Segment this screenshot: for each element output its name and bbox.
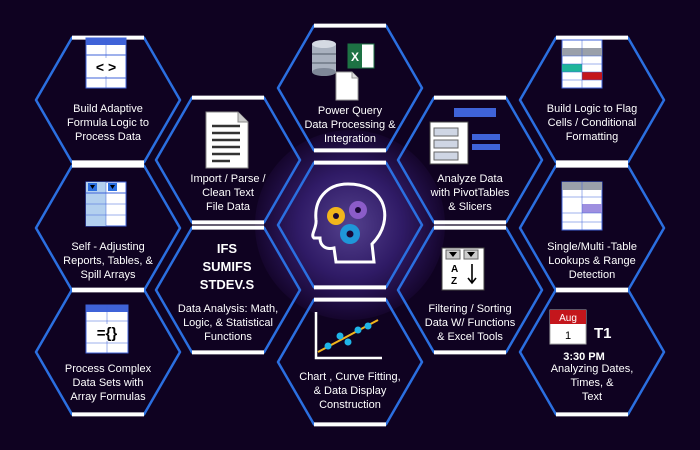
tile-label-line: Build Adaptive — [73, 103, 143, 115]
tile-label-line: Data Sets with — [72, 377, 144, 389]
function-ifs: IFS — [216, 241, 238, 256]
tile-label-line: Data Processing & — [304, 119, 396, 131]
tile-label-line: Analyzing Dates, — [550, 363, 634, 375]
time-badge: T1 — [594, 325, 612, 342]
tile-label-pivot-tables: Analyze Data with PivotTables & Slicers — [400, 172, 540, 214]
tile-label-line: Data W/ Functions — [424, 317, 516, 329]
filter-table-icon — [85, 181, 127, 227]
function-stdev: STDEV.S — [199, 277, 255, 292]
flag-cells-grid-icon — [561, 39, 603, 89]
lookup-table-icon — [561, 181, 603, 231]
file-icon — [335, 71, 359, 101]
pivot-slicer-icon — [429, 108, 500, 165]
sort-az-icon: A Z — [441, 247, 485, 291]
tile-label-line: Data Analysis: Math, — [177, 303, 279, 315]
tile-label-line: Build Logic to Flag — [546, 103, 638, 115]
tile-label-line: Cells / Conditional — [547, 117, 637, 129]
tile-label-line: Self - Adjusting — [71, 241, 145, 253]
tile-label-line: Process Data — [74, 131, 142, 143]
calendar-day: 1 — [565, 330, 571, 342]
database-icon — [312, 40, 336, 76]
array-symbol: ={} — [97, 325, 118, 342]
tile-label-line: Spill Arrays — [80, 269, 136, 281]
tile-label-line: Analyze Data — [437, 173, 503, 185]
excel-icon: X — [347, 43, 375, 69]
tile-label-line: Formatting — [565, 131, 619, 143]
tile-label-line: Process Complex — [64, 363, 152, 375]
tile-label-line: Integration — [324, 133, 376, 145]
tile-label-line: Chart , Curve Fitting, — [299, 371, 401, 383]
calendar-clock-icon: Aug 1 T1 3:30 PM — [549, 309, 612, 363]
time-label: 3:30 PM — [563, 351, 605, 363]
tile-label-line: Reports, Tables, & — [63, 255, 153, 267]
tile-label-line: Logic, & Statistical — [183, 317, 273, 329]
scatter-chart-icon — [314, 312, 382, 360]
formula-brackets-icon: < > — [85, 37, 127, 89]
text-document-icon — [205, 111, 249, 169]
array-braces-icon: ={} — [85, 304, 129, 354]
tile-label-line: Power Query — [317, 105, 383, 117]
tile-label-line: & Data Display — [313, 385, 387, 397]
tile-label-line: Array Formulas — [70, 391, 146, 403]
tile-label-line: Functions — [204, 331, 252, 343]
function-sumifs: SUMIFS — [202, 259, 252, 274]
tile-label-line: Formula Logic to — [67, 117, 149, 129]
head-gears-icon — [311, 182, 387, 264]
database-excel-file-icon: X — [312, 40, 375, 101]
tile-label-line: Lookups & Range — [548, 255, 636, 267]
tile-label-line: Text — [581, 391, 603, 403]
tile-label-line: & Slicers — [448, 201, 492, 213]
svg-text:X: X — [351, 50, 359, 64]
tile-label-line: Single/Multi -Table — [547, 241, 637, 253]
tile-label-line: Construction — [319, 399, 381, 411]
tile-label-line: with PivotTables — [430, 187, 510, 199]
tile-label-data-analysis: Data Analysis: Math, Logic, & Statistical… — [158, 302, 298, 344]
tile-label-line: File Data — [205, 201, 251, 213]
svg-text:A: A — [451, 264, 458, 275]
tile-label-line: Clean Text — [202, 187, 254, 199]
formula-symbol: < > — [96, 59, 116, 75]
tile-label-line: Import / Parse / — [190, 173, 266, 185]
tile-label-dates-times: Analyzing Dates, Times, & Text — [522, 362, 662, 404]
calendar-month: Aug — [559, 313, 577, 324]
tile-label-line: Detection — [568, 269, 616, 281]
tile-label-line: Times, & — [570, 377, 614, 389]
tile-label-line: Filtering / Sorting — [428, 303, 512, 315]
tile-label-line: & Excel Tools — [437, 331, 503, 343]
svg-text:Z: Z — [451, 276, 457, 287]
